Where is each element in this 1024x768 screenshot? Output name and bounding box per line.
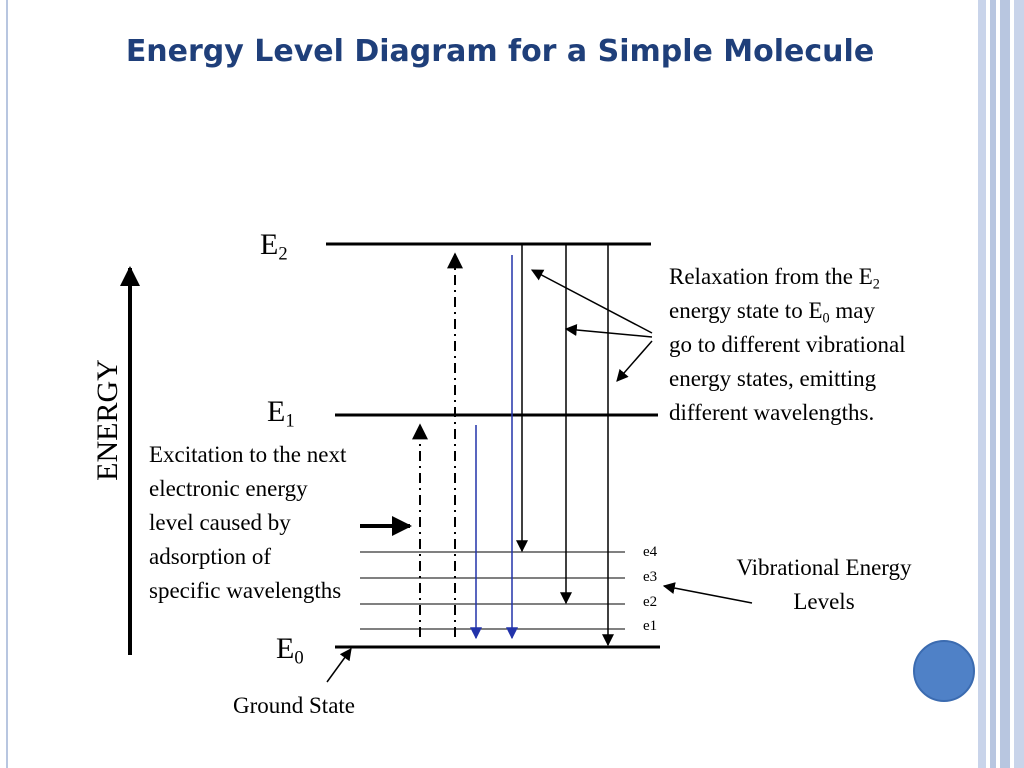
right-border-stripes [978, 0, 1024, 768]
vib-label-e4: e4 [643, 544, 658, 560]
left-border-rule [0, 0, 8, 768]
energy-axis-label: ENERGY [91, 359, 124, 481]
ground-state-label: Ground State [233, 693, 356, 718]
vib-label-e3: e3 [643, 569, 658, 585]
pointer-arrow-vibrational [662, 582, 753, 604]
pointer-arrow-relax-3 [616, 340, 653, 382]
excitation-text: Excitation to the next electronic energy… [149, 442, 347, 603]
vib-label-e2: e2 [643, 594, 658, 610]
slide-title: Energy Level Diagram for a Simple Molecu… [125, 34, 875, 69]
pointer-arrow-relax-2 [564, 324, 653, 338]
vibrational-levels-text: Vibrational Energy Levels [736, 555, 912, 614]
vib-label-e1: e1 [643, 618, 658, 634]
relaxation-text: Relaxation from the E2 energy state to E… [669, 264, 906, 425]
pointer-arrow-relax-1 [530, 269, 653, 334]
pointer-arrow-ground-state [326, 648, 352, 683]
level-label-e1: E1 [267, 395, 295, 432]
level-label-e2: E2 [260, 228, 288, 265]
level-label-e0: E0 [276, 632, 304, 669]
decorative-circle [913, 640, 975, 702]
